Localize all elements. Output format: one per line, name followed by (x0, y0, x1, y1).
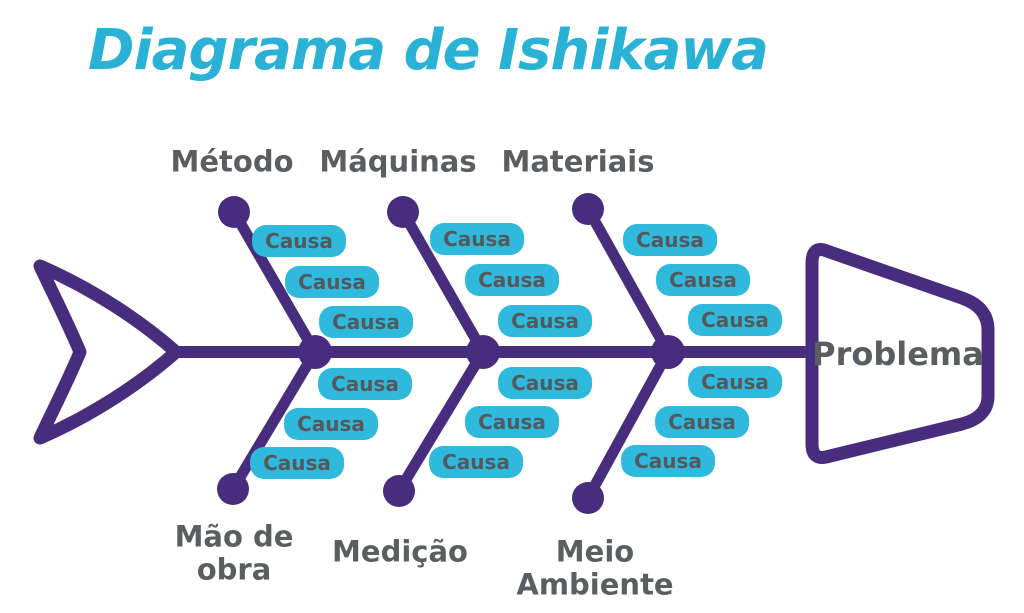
fish-tail-icon (33, 259, 183, 445)
tip-node-mao-de-obra (217, 473, 249, 505)
tip-node-materiais (572, 193, 604, 225)
cause-chip-materiais-3: Causa (688, 304, 782, 336)
cause-chip-medicao-1: Causa (498, 367, 592, 399)
category-label-materiais: Materiais (501, 144, 655, 179)
bone-materiais (582, 203, 674, 358)
cause-chip-medicao-2: Causa (465, 406, 559, 438)
junction-node-1 (298, 335, 332, 369)
bone-meio-ambiente (582, 346, 674, 504)
cause-chip-metodo-1: Causa (252, 225, 346, 257)
tip-node-maquinas (387, 196, 419, 228)
diagram-title: Diagrama de Ishikawa (88, 18, 769, 83)
cause-chip-meio-ambiente-3: Causa (621, 445, 715, 477)
tip-node-meio-ambiente (572, 482, 604, 514)
junction-node-2 (466, 335, 500, 369)
bone-medicao (393, 346, 489, 497)
category-label-mao-de-obra: Mão de obra (174, 519, 294, 587)
cause-chip-mao-de-obra-3: Causa (250, 447, 344, 479)
junction-node-3 (651, 335, 685, 369)
cause-chip-mao-de-obra-1: Causa (318, 368, 412, 400)
tip-node-medicao (383, 475, 415, 507)
cause-chip-materiais-2: Causa (656, 264, 750, 296)
category-label-maquinas: Máquinas (319, 144, 477, 179)
bone-metodo (228, 206, 321, 358)
problem-label: Problema (812, 335, 984, 373)
cause-chip-mao-de-obra-2: Causa (284, 408, 378, 440)
category-label-meio-ambiente: Meio Ambiente (516, 534, 674, 602)
category-label-metodo: Método (170, 144, 294, 179)
cause-chip-maquinas-2: Causa (465, 264, 559, 296)
category-label-medicao: Medição (332, 534, 468, 569)
tip-node-metodo (218, 196, 250, 228)
cause-chip-medicao-3: Causa (429, 446, 523, 478)
bone-mao-de-obra (227, 346, 321, 495)
cause-chip-maquinas-3: Causa (498, 305, 592, 337)
cause-chip-maquinas-1: Causa (430, 223, 524, 255)
fish-head-icon (805, 243, 995, 464)
bone-maquinas (397, 206, 489, 358)
cause-chip-metodo-3: Causa (319, 306, 413, 338)
cause-chip-metodo-2: Causa (285, 266, 379, 298)
cause-chip-meio-ambiente-1: Causa (688, 366, 782, 398)
cause-chip-materiais-1: Causa (623, 224, 717, 256)
cause-chip-meio-ambiente-2: Causa (655, 406, 749, 438)
